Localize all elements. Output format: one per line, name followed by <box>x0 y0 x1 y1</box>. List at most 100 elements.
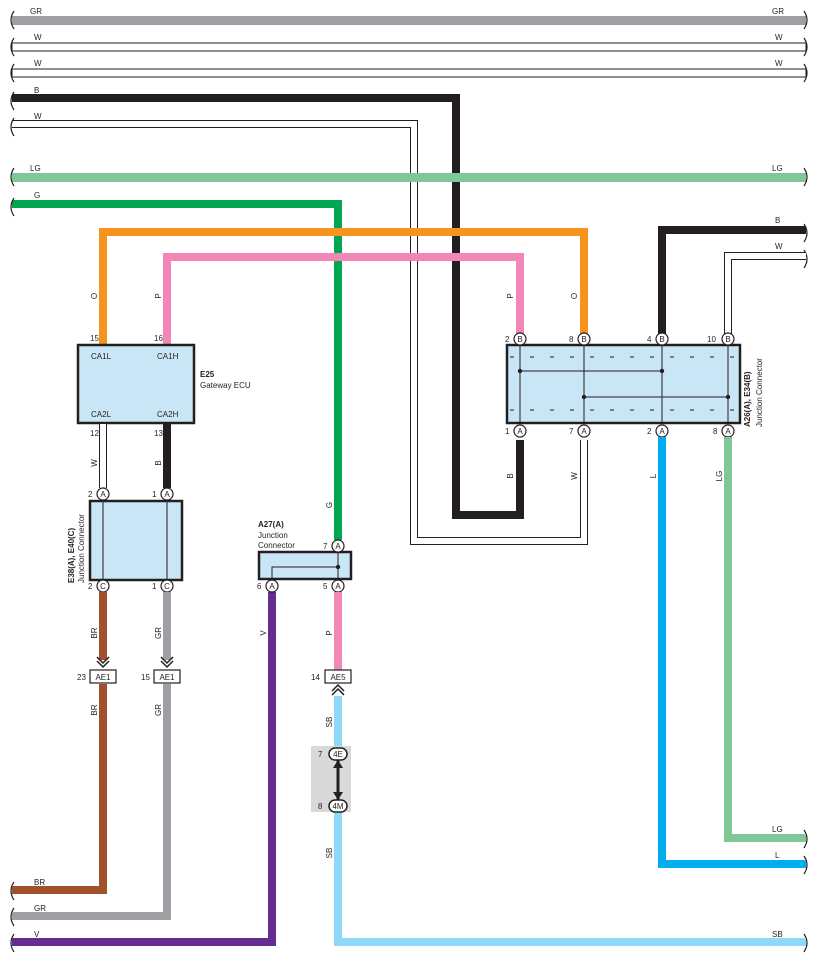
svg-text:16: 16 <box>154 334 163 343</box>
chevron-down-icon <box>96 656 174 669</box>
wire-lg-top: LG LG <box>12 164 806 182</box>
wire-break-marks-right <box>803 10 808 953</box>
svg-text:L: L <box>649 473 658 478</box>
svg-text:B: B <box>725 335 730 344</box>
svg-text:BR: BR <box>90 704 99 715</box>
svg-text:2: 2 <box>647 427 652 436</box>
svg-text:13: 13 <box>154 429 163 438</box>
svg-text:GR: GR <box>154 704 163 716</box>
junction-connector-a27: A A A 7 6 5 A27(A) Junction Connector <box>257 520 353 593</box>
svg-text:W: W <box>775 242 783 251</box>
svg-text:CA2H: CA2H <box>157 410 179 419</box>
wire-br-down: BR BR <box>12 684 107 894</box>
svg-text:AE1: AE1 <box>159 673 175 682</box>
svg-text:C: C <box>100 582 106 591</box>
junction-a27-code: A27(A) <box>258 520 284 529</box>
svg-text:8: 8 <box>318 802 323 811</box>
wire-g-top: G G <box>12 191 342 540</box>
svg-text:A: A <box>581 427 587 436</box>
wire-gr-up: GR <box>154 592 171 660</box>
svg-text:B: B <box>581 335 586 344</box>
svg-text:10: 10 <box>707 335 716 344</box>
svg-text:A: A <box>335 542 341 551</box>
svg-text:2: 2 <box>505 335 510 344</box>
svg-text:4: 4 <box>647 335 652 344</box>
svg-text:V: V <box>34 930 40 939</box>
svg-text:14: 14 <box>311 673 320 682</box>
svg-text:G: G <box>325 502 334 508</box>
svg-text:SB: SB <box>772 930 783 939</box>
junction-connector-e38: A A C C 2 1 2 1 E38(A), E40(C) Junction … <box>67 487 184 593</box>
svg-text:LG: LG <box>772 164 783 173</box>
svg-text:23: 23 <box>77 673 86 682</box>
wire-pink: P P <box>154 253 524 345</box>
svg-text:AE1: AE1 <box>95 673 111 682</box>
chevron-up-icon <box>331 683 345 696</box>
svg-text:A: A <box>100 490 106 499</box>
junction-connector-a26 <box>505 343 742 425</box>
svg-text:4E: 4E <box>333 750 343 759</box>
svg-text:BR: BR <box>34 878 45 887</box>
svg-text:8: 8 <box>569 335 574 344</box>
gateway-ecu-code: E25 <box>200 370 215 379</box>
svg-text:6: 6 <box>257 582 262 591</box>
svg-text:B: B <box>517 335 522 344</box>
svg-text:5: 5 <box>323 582 328 591</box>
svg-text:W: W <box>775 59 783 68</box>
svg-text:SB: SB <box>325 717 334 728</box>
svg-text:1: 1 <box>152 490 157 499</box>
junction-a26-code: A26(A), E34(B) <box>743 371 752 427</box>
svg-text:GR: GR <box>30 7 42 16</box>
junction-e38-name: Junction Connector <box>77 514 86 583</box>
svg-text:2: 2 <box>88 582 93 591</box>
svg-text:LG: LG <box>30 164 41 173</box>
svg-text:LG: LG <box>772 825 783 834</box>
svg-text:G: G <box>34 191 40 200</box>
svg-text:7: 7 <box>323 542 328 551</box>
wire-b-e25: B <box>154 424 171 488</box>
junction-e38-code: E38(A), E40(C) <box>67 528 76 583</box>
wire-w-top: W <box>12 112 588 545</box>
svg-text:A: A <box>269 582 275 591</box>
svg-text:W: W <box>775 33 783 42</box>
svg-text:15: 15 <box>90 334 99 343</box>
wire-w-1: W W <box>11 33 807 52</box>
wire-w-2: W W <box>11 59 807 78</box>
wire-lg-a26: LG LG <box>715 437 806 842</box>
svg-text:W: W <box>90 459 99 467</box>
svg-text:W: W <box>34 59 42 68</box>
svg-text:AE5: AE5 <box>330 673 346 682</box>
svg-text:Connector: Connector <box>258 541 295 550</box>
svg-text:GR: GR <box>34 904 46 913</box>
a26-bottom-pins: A 1 A 7 A 2 A 8 <box>505 424 735 438</box>
svg-text:L: L <box>775 851 780 860</box>
svg-text:B: B <box>775 216 780 225</box>
svg-text:BR: BR <box>90 627 99 638</box>
svg-text:W: W <box>570 472 579 480</box>
svg-text:A: A <box>659 427 665 436</box>
svg-text:7: 7 <box>569 427 574 436</box>
wire-v: V V <box>12 592 276 946</box>
wire-l-a26: L L <box>649 437 806 868</box>
svg-text:4M: 4M <box>332 802 343 811</box>
svg-text:O: O <box>90 293 99 299</box>
wire-gr-top: GR GR <box>12 7 806 25</box>
svg-text:C: C <box>164 582 170 591</box>
svg-text:GR: GR <box>154 627 163 639</box>
wire-br-up: BR <box>90 592 107 660</box>
svg-text:SB: SB <box>325 848 334 859</box>
svg-text:B: B <box>659 335 664 344</box>
svg-text:W: W <box>34 112 42 121</box>
svg-text:CA1H: CA1H <box>157 352 179 361</box>
gateway-ecu: 15 16 CA1L CA1H CA2L CA2H 12 13 E25 Gate… <box>76 334 251 438</box>
wire-w-e25: W <box>90 424 107 488</box>
svg-text:CA2L: CA2L <box>91 410 112 419</box>
junction-a26-name: Junction Connector <box>755 358 764 427</box>
wire-w-right: W <box>724 242 806 336</box>
svg-text:8: 8 <box>713 427 718 436</box>
svg-text:B: B <box>506 473 515 478</box>
connector-ae1-b: AE1 15 <box>141 669 181 684</box>
svg-text:GR: GR <box>772 7 784 16</box>
svg-text:Junction: Junction <box>258 531 288 540</box>
